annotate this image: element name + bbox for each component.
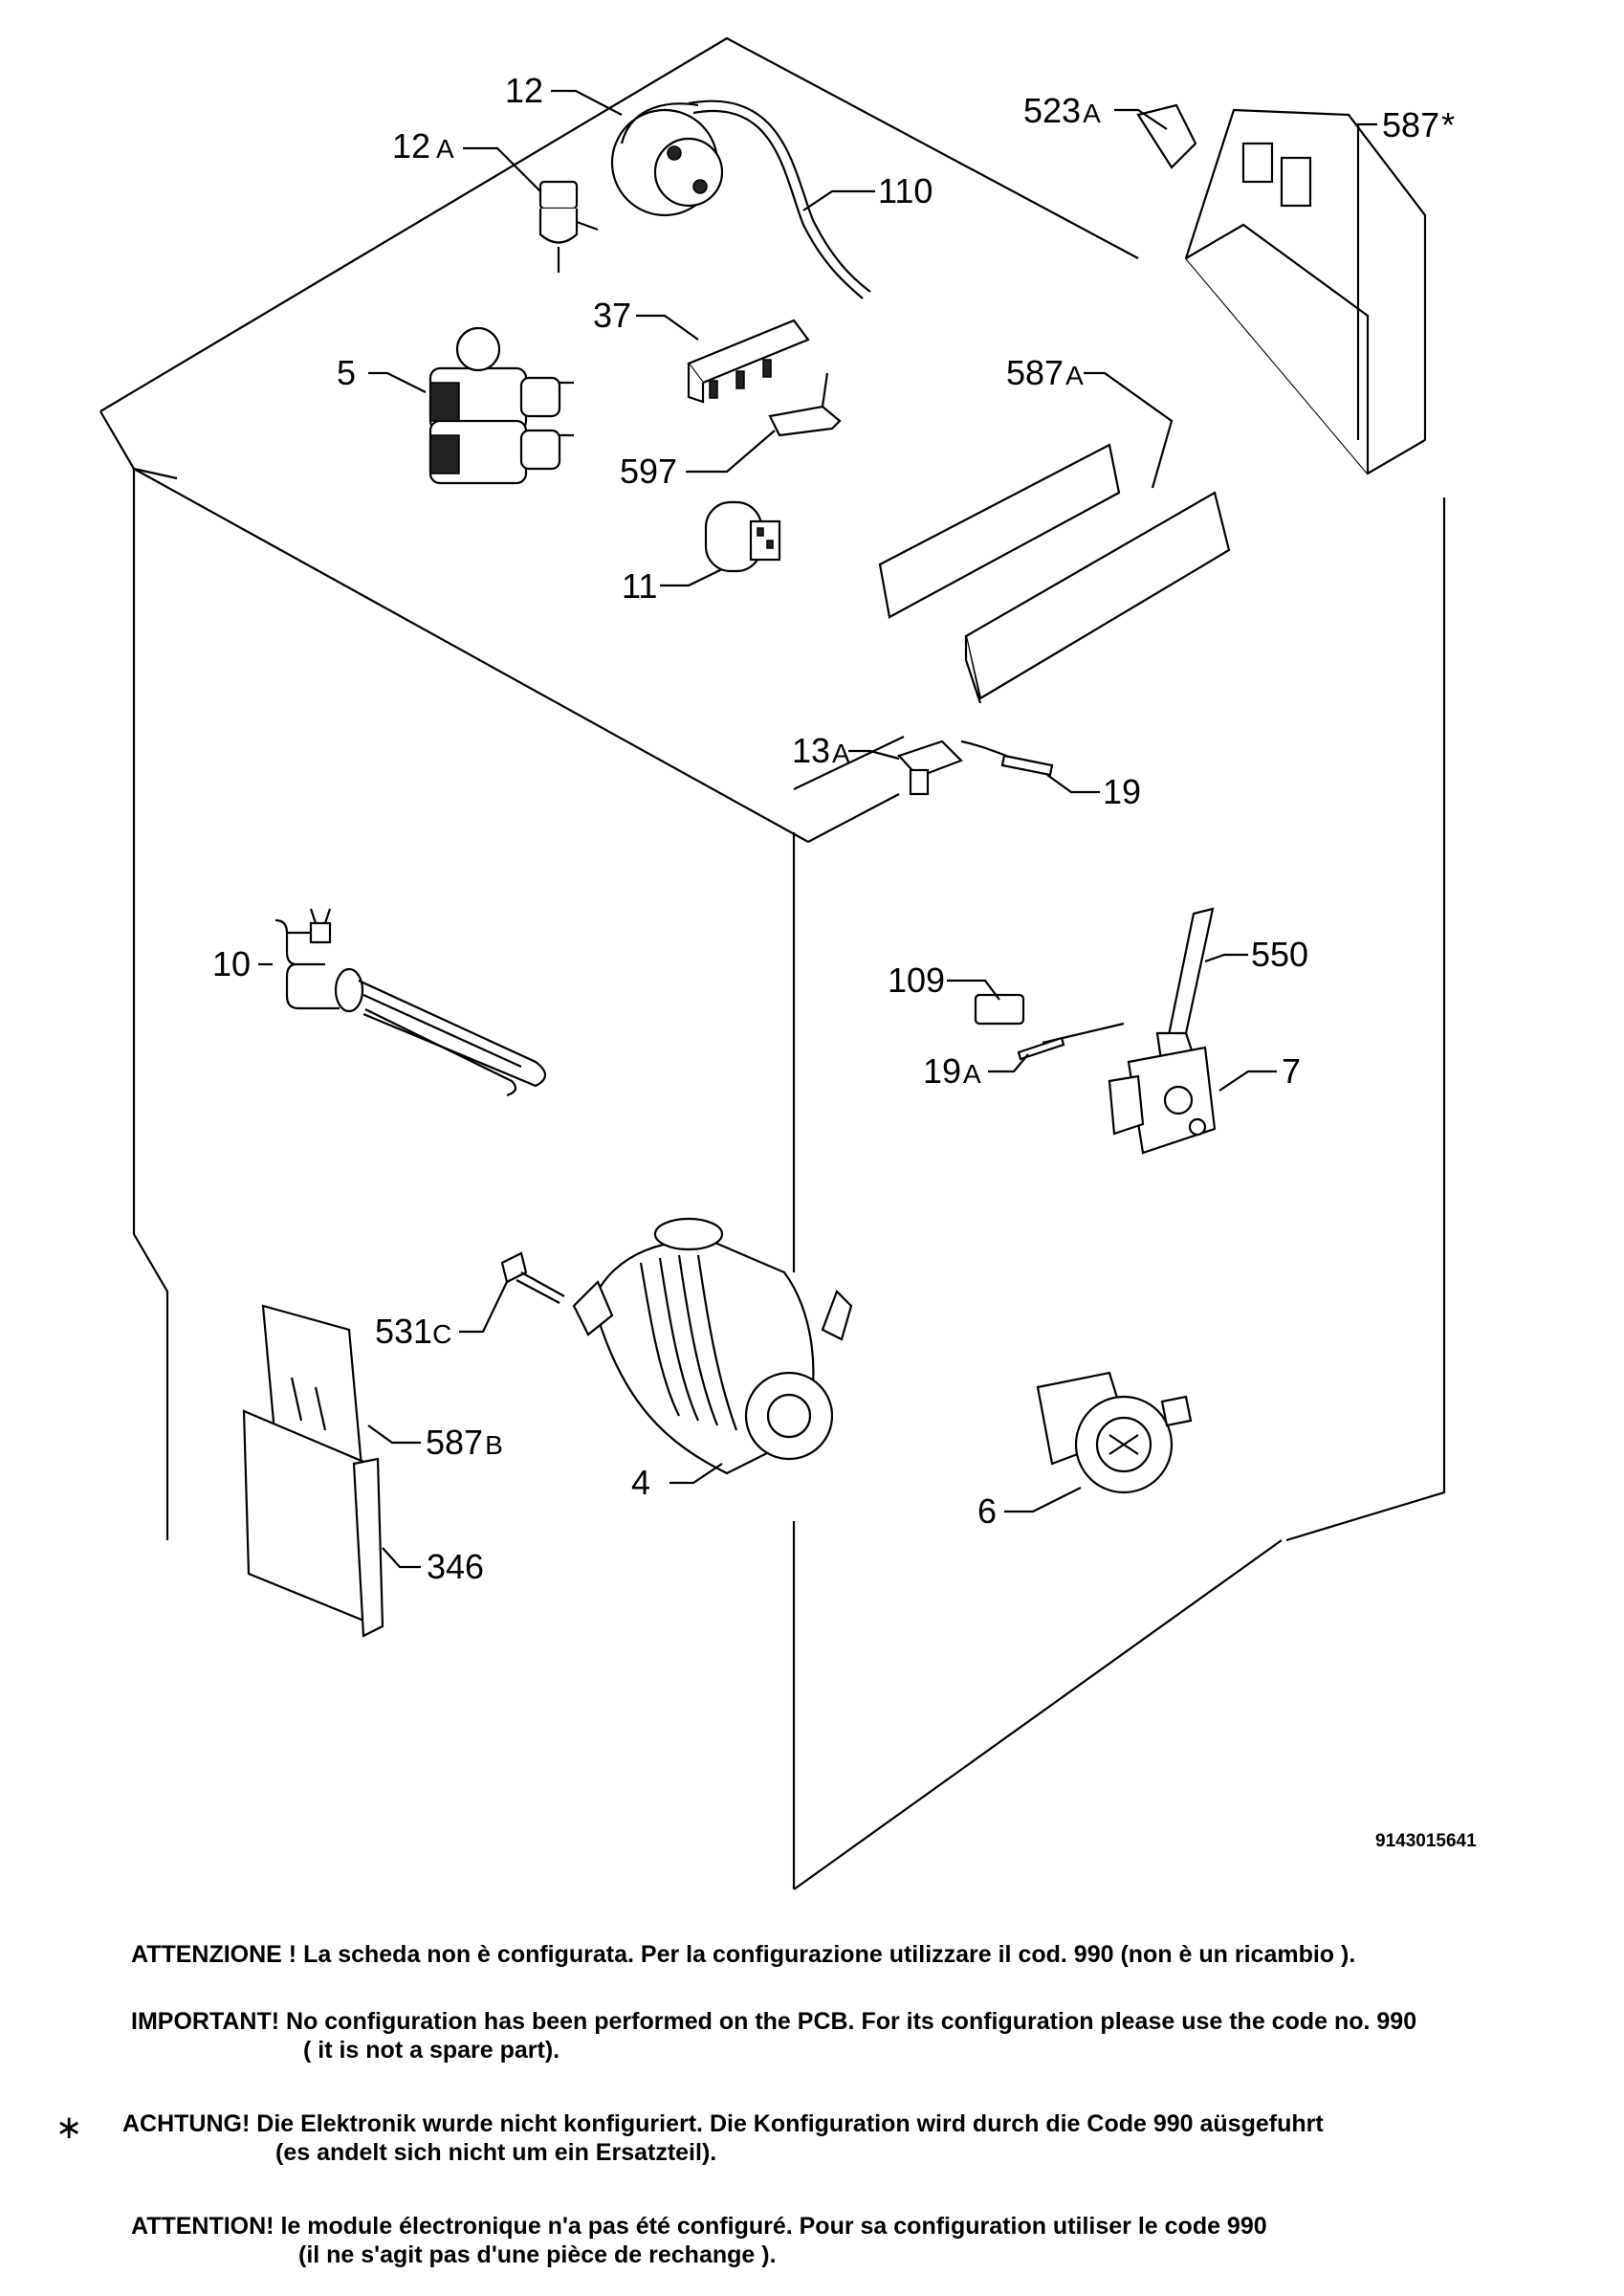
part-label-346: 346: [427, 1547, 484, 1586]
drain-pump-drawing: [572, 1217, 853, 1475]
level-switch-drawing: [538, 180, 599, 273]
part-label-19a: 19A: [923, 1051, 981, 1091]
configuration-notes: ATTENZIONE ! La scheda non è configurata…: [0, 1913, 1624, 2296]
note-german-marker: ∗: [55, 2108, 83, 2147]
drawing-number: 9143015641: [1375, 1831, 1477, 1851]
part-label-5: 5: [337, 353, 356, 392]
display-pcb-drawing: [878, 443, 1231, 704]
heating-element-drawing: [309, 908, 547, 1097]
note-french-line2: (il ne s'agit pas d'une pièce de rechang…: [298, 2241, 777, 2268]
part-label-10: 10: [212, 944, 251, 983]
hose-drawing: [688, 99, 871, 299]
control-panel-module-drawing: [242, 1304, 384, 1638]
part-label-587-star: 587*: [1382, 105, 1455, 144]
part-label-523a: 523A: [1023, 91, 1101, 130]
timer-motor-drawing: [1036, 1371, 1193, 1494]
door-lock-drawing: [974, 907, 1217, 1155]
note-english: IMPORTANT! No configuration has been per…: [131, 2007, 1416, 2064]
main-module-drawing: [1136, 103, 1427, 475]
pressure-switch-drawing: [610, 102, 724, 217]
note-french-line1: ATTENTION! le module électronique n'a pa…: [131, 2213, 1267, 2240]
part-label-531c: 531C: [375, 1312, 451, 1351]
note-french: ATTENTION! le module électronique n'a pa…: [131, 2212, 1267, 2269]
part-label-587a: 587A: [1006, 353, 1084, 392]
part-label-109: 109: [888, 960, 945, 1000]
note-german: ACHTUNG! Die Elektronik wurde nicht konf…: [122, 2109, 1324, 2167]
part-label-7: 7: [1282, 1051, 1301, 1091]
part-label-4: 4: [631, 1463, 650, 1502]
screw-drawing: [500, 1251, 565, 1304]
connector-and-sensor-drawing: [897, 740, 1054, 796]
capacitor-drawing: [704, 500, 781, 573]
part-label-19: 19: [1103, 772, 1141, 811]
note-german-line2: (es andelt sich nicht um ein Ersatzteil)…: [275, 2139, 717, 2166]
part-label-11: 11: [622, 566, 657, 606]
part-label-6: 6: [977, 1491, 997, 1531]
note-german-line1: ACHTUNG! Die Elektronik wurde nicht konf…: [122, 2110, 1324, 2137]
part-label-110: 110: [878, 171, 933, 210]
terminal-block-drawing: [687, 319, 810, 404]
note-english-line1: IMPORTANT! No configuration has been per…: [131, 2008, 1417, 2035]
bracket-drawing: [768, 372, 842, 437]
part-label-550: 550: [1251, 935, 1308, 974]
part-label-12: 12: [505, 71, 543, 110]
exploded-parts-diagram: 12 12A 110 523A 587* 37 5 587A 597 11 13…: [99, 36, 1477, 1890]
part-label-13a: 13A: [792, 731, 850, 770]
note-english-line2: ( it is not a spare part).: [303, 2037, 560, 2064]
leader-lines: [258, 89, 1377, 1569]
part-label-597: 597: [620, 452, 677, 491]
note-italian: ATTENZIONE ! La scheda non è configurata…: [131, 1940, 1355, 1969]
cabinet-outline: [99, 36, 1446, 1890]
part-label-587b: 587B: [426, 1423, 503, 1462]
part-label-37: 37: [593, 296, 631, 335]
solenoid-valves-drawing: [428, 326, 574, 485]
note-italian-line1: ATTENZIONE ! La scheda non è configurata…: [131, 1941, 1356, 1968]
